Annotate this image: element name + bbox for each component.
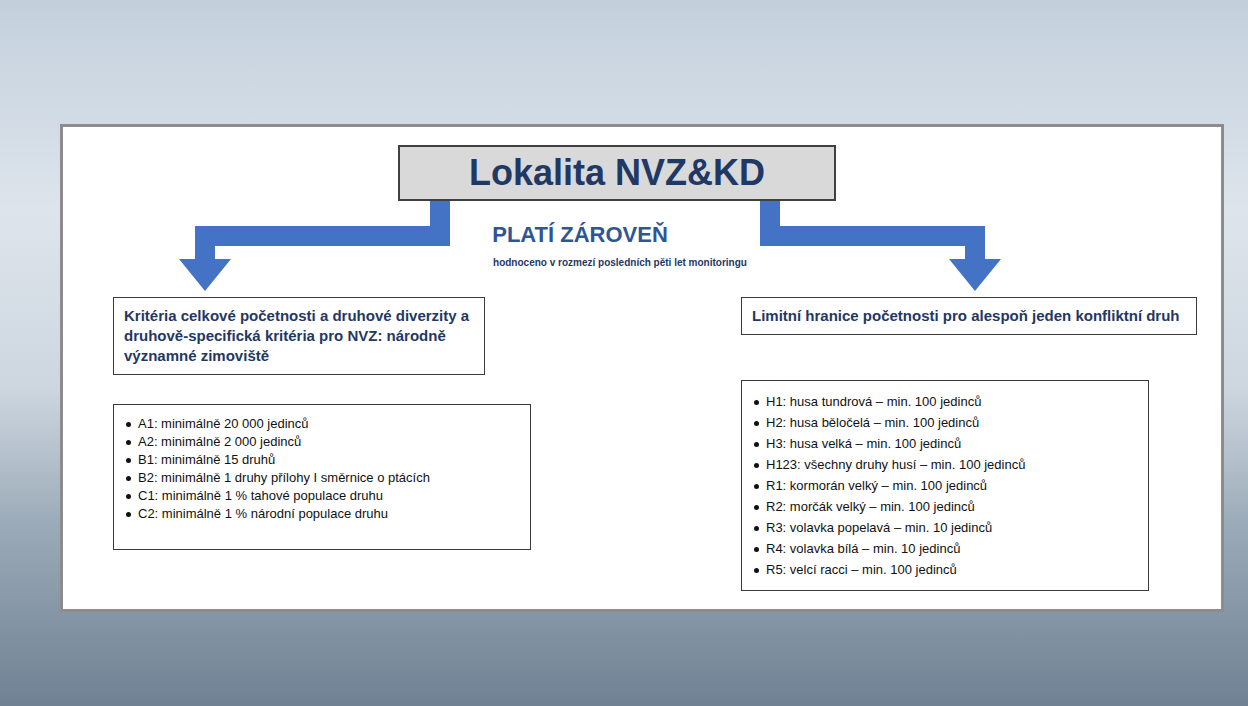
arrow-shaft (770, 201, 975, 260)
block-arrow (179, 201, 440, 291)
limit-list-box: H1: husa tundrová – min. 100 jedincůH2: … (741, 380, 1149, 591)
title-box: Lokalita NVZ&KD (398, 145, 836, 201)
bullet-dot (754, 421, 759, 426)
criterion-item: H2: husa běločelá – min. 100 jedinců (752, 412, 1138, 433)
bullet-dot (126, 512, 131, 517)
criterion-item: R3: volavka popelavá – min. 10 jedinců (752, 517, 1138, 538)
condition-label: PLATÍ ZÁROVEŇ (380, 222, 780, 248)
bullet-dot (754, 547, 759, 552)
arrow-head (949, 259, 1001, 291)
bullet-dot (754, 505, 759, 510)
bullet-dot (126, 494, 131, 499)
arrow-head (179, 259, 231, 291)
arrow-shaft (205, 201, 440, 260)
block-arrow (770, 201, 1001, 291)
criterion-item: A1: minimálně 20 000 jedinců (124, 415, 520, 433)
bullet-dot (126, 458, 131, 463)
criterion-item: R1: kormorán velký – min. 100 jedinců (752, 475, 1138, 496)
criterion-item: R4: volavka bílá – min. 10 jedinců (752, 538, 1138, 559)
criterion-item: R2: morčák velký – min. 100 jedinců (752, 496, 1138, 517)
criterion-item: R5: velcí racci – min. 100 jedinců (752, 559, 1138, 580)
criterion-item: H3: husa velká – min. 100 jedinců (752, 433, 1138, 454)
bullet-dot (754, 463, 759, 468)
note-label: hodnoceno v rozmezí posledních pěti let … (420, 257, 820, 268)
criterion-item: C1: minimálně 1 % tahové populace druhu (124, 487, 520, 505)
bullet-dot (126, 422, 131, 427)
heading-text: Limitní hranice početnosti pro alespoň j… (752, 306, 1186, 326)
criterion-item: B1: minimálně 15 druhů (124, 451, 520, 469)
bullet-dot (126, 440, 131, 445)
bullet-dot (754, 400, 759, 405)
bullet-dot (754, 442, 759, 447)
criteria-list-box: A1: minimálně 20 000 jedincůA2: minimáln… (113, 404, 531, 550)
bullet-dot (754, 568, 759, 573)
criterion-item: B2: minimálně 1 druhy přílohy I směrnice… (124, 469, 520, 487)
criteria-heading-box: Kritéria celkové početnosti a druhové di… (113, 297, 485, 375)
heading-text: Kritéria celkové početnosti a druhové di… (124, 306, 474, 366)
criterion-item: C2: minimálně 1 % národní populace druhu (124, 505, 520, 523)
criterion-item: H123: všechny druhy husí – min. 100 jedi… (752, 454, 1138, 475)
criterion-item: H1: husa tundrová – min. 100 jedinců (752, 391, 1138, 412)
title-text: Lokalita NVZ&KD (469, 152, 765, 194)
bullet-dot (754, 484, 759, 489)
criterion-item: A2: minimálně 2 000 jedinců (124, 433, 520, 451)
bullet-dot (126, 476, 131, 481)
limit-heading-box: Limitní hranice početnosti pro alespoň j… (741, 297, 1197, 335)
bullet-dot (754, 526, 759, 531)
